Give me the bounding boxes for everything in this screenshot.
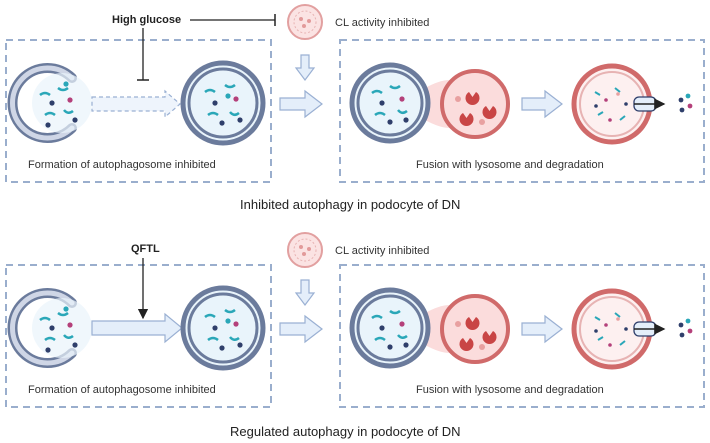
degraded-products [678, 93, 693, 113]
left-caption: Formation of autophagosome inhibited [28, 159, 216, 171]
fusion-body [349, 62, 510, 144]
left-dashed-box [5, 39, 272, 183]
cl-down-arrow [294, 279, 316, 306]
right-dashed-box [339, 39, 705, 183]
panel-caption: Inhibited autophagy in podocyte of DN [240, 197, 460, 212]
cl-label: CL activity inhibited [335, 17, 429, 29]
regulator-label: High glucose [112, 14, 181, 26]
degraded-products [678, 318, 693, 338]
transfer-arrow [279, 314, 323, 344]
cl-label: CL activity inhibited [335, 245, 429, 257]
panel-caption: Regulated autophagy in podocyte of DN [230, 424, 461, 439]
panel-regulated: QFTL CL activity inhibited [5, 232, 705, 439]
regulator-label: QFTL [131, 243, 160, 255]
panel-inhibited: High glucose CL activity inhibited [5, 4, 705, 212]
right-caption: Fusion with lysosome and degradation [416, 384, 604, 396]
autophagosome [180, 60, 266, 146]
cl-vesicle-icon [287, 232, 323, 268]
fusion-body [349, 287, 510, 369]
cl-vesicle-icon [287, 4, 323, 40]
formation-arrow [91, 312, 183, 344]
transporter-channel [633, 96, 666, 112]
left-dashed-box [5, 264, 272, 408]
transporter-channel [633, 321, 666, 337]
right-dashed-box [339, 264, 705, 408]
autophagosome [180, 285, 266, 371]
phagophore [7, 288, 92, 368]
phagophore [7, 63, 92, 143]
transfer-arrow [279, 89, 323, 119]
cl-down-arrow [294, 54, 316, 81]
left-caption: Formation of autophagosome inhibited [28, 384, 216, 396]
degradation-arrow [521, 314, 563, 344]
inhibited-formation-arrow [91, 89, 181, 119]
degradation-arrow [521, 89, 563, 119]
right-caption: Fusion with lysosome and degradation [416, 159, 604, 171]
